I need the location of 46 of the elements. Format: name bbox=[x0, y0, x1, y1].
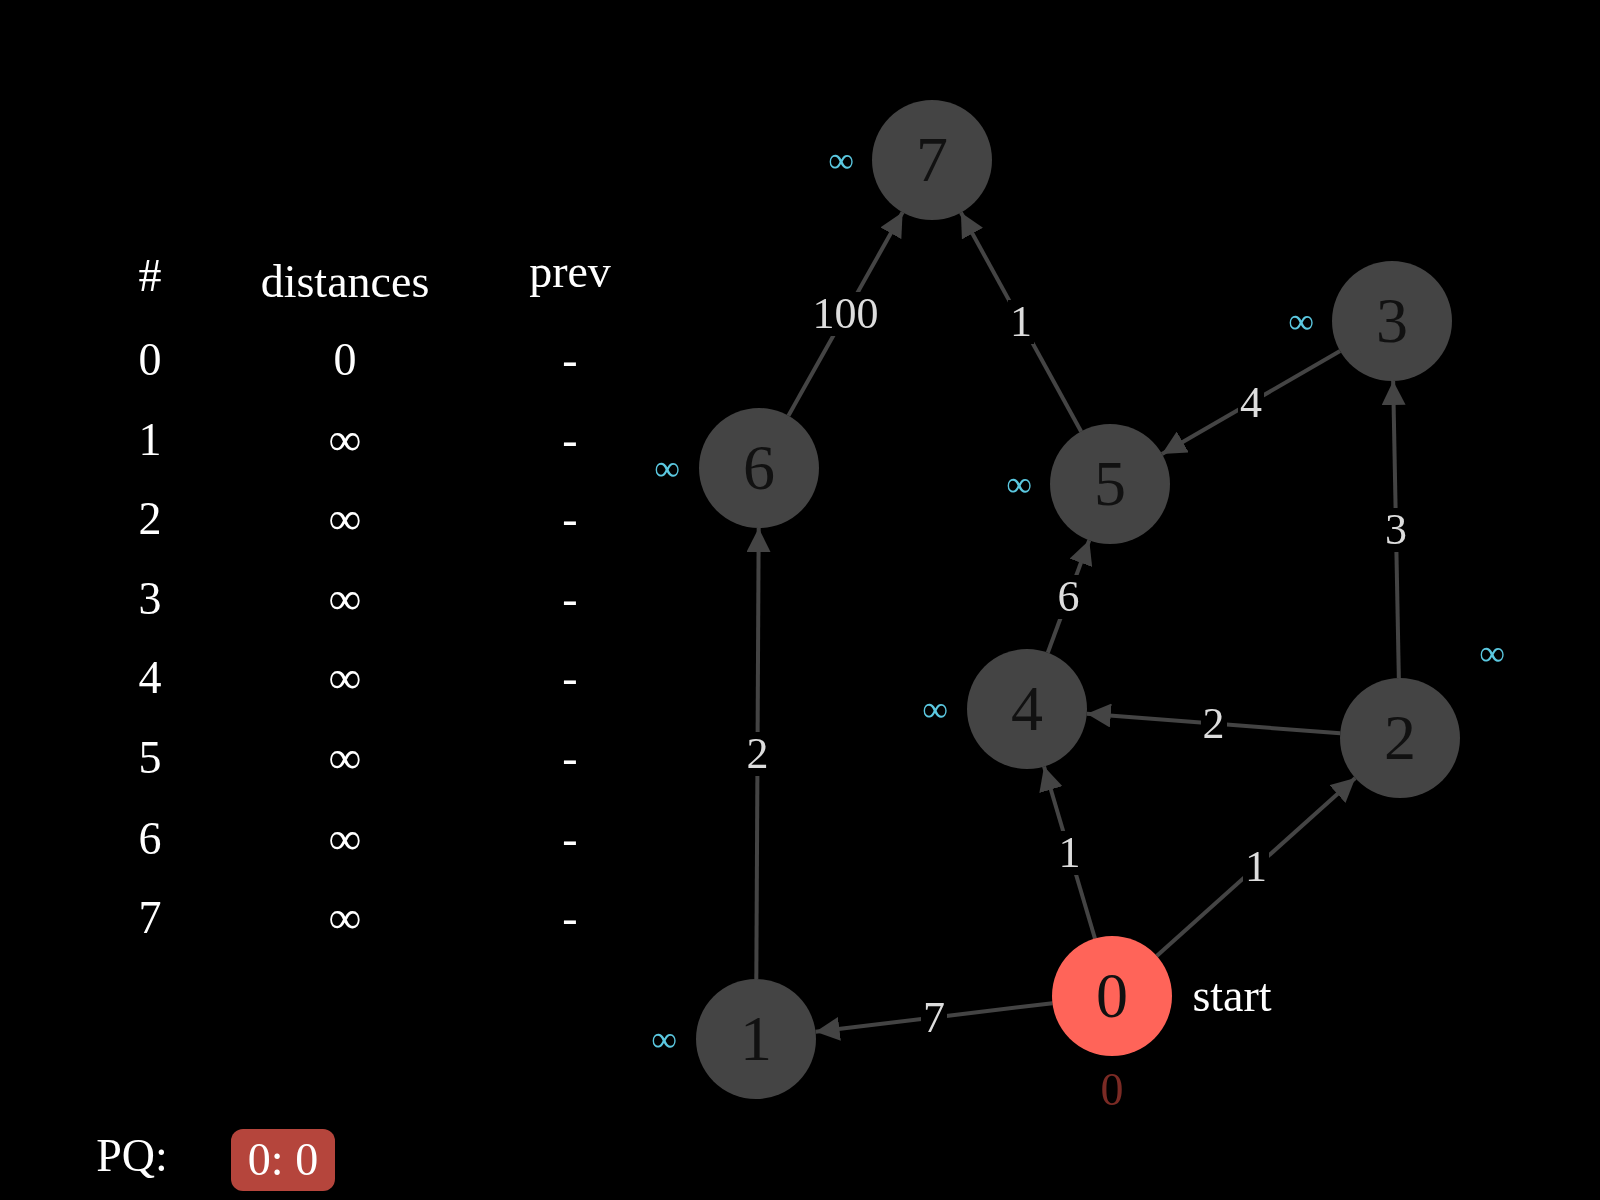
edge-weight-label: 1 bbox=[1008, 300, 1034, 344]
table-cell: - bbox=[562, 816, 578, 862]
table-cell: ∞ bbox=[328, 576, 362, 622]
column-header: prev bbox=[529, 249, 611, 295]
table-cell: 6 bbox=[138, 816, 162, 862]
queue-label: PQ: bbox=[96, 1133, 168, 1179]
table-cell: - bbox=[562, 576, 578, 622]
distance-label: ∞ bbox=[1288, 303, 1314, 339]
distance-label: ∞ bbox=[654, 450, 680, 486]
table-cell: 7 bbox=[138, 895, 162, 941]
queue-entry-badge: 0: 0 bbox=[231, 1129, 335, 1191]
arrow bbox=[746, 528, 771, 979]
graph-node-circle: 0 bbox=[1052, 936, 1172, 1056]
distance-label: ∞ bbox=[1006, 466, 1032, 502]
distance-label: ∞ bbox=[1479, 635, 1505, 671]
node-caption: start bbox=[1192, 973, 1272, 1019]
arrow bbox=[1086, 703, 1341, 736]
edge-weight-label: 6 bbox=[1055, 574, 1082, 619]
distance-label: 0 bbox=[1100, 1067, 1124, 1113]
table-cell: - bbox=[562, 337, 578, 383]
table-cell: 3 bbox=[138, 576, 162, 622]
arrow bbox=[1155, 776, 1357, 958]
table-cell: 0 bbox=[333, 337, 357, 383]
table-cell: - bbox=[562, 417, 578, 463]
table-cell: - bbox=[562, 496, 578, 542]
table-cell: - bbox=[562, 895, 578, 941]
distance-label: ∞ bbox=[828, 142, 854, 178]
table-cell: ∞ bbox=[328, 496, 362, 542]
table-cell: ∞ bbox=[328, 655, 362, 701]
table-cell: ∞ bbox=[328, 417, 362, 463]
table-cell: 1 bbox=[138, 417, 162, 463]
column-header: # bbox=[138, 253, 162, 299]
distance-label: ∞ bbox=[651, 1021, 677, 1057]
table-cell: 0 bbox=[138, 337, 162, 383]
table-cell: - bbox=[562, 735, 578, 781]
arrow bbox=[1160, 349, 1342, 456]
table-cell: ∞ bbox=[328, 895, 362, 941]
column-header: distances bbox=[260, 259, 430, 305]
arrow bbox=[815, 1001, 1053, 1041]
table-cell: 5 bbox=[138, 735, 162, 781]
table-cell: 2 bbox=[138, 496, 162, 542]
table-cell: ∞ bbox=[328, 735, 362, 781]
table-cell: 4 bbox=[138, 655, 162, 701]
table-cell: - bbox=[562, 655, 578, 701]
distance-label: ∞ bbox=[922, 691, 948, 727]
table-cell: ∞ bbox=[328, 816, 362, 862]
